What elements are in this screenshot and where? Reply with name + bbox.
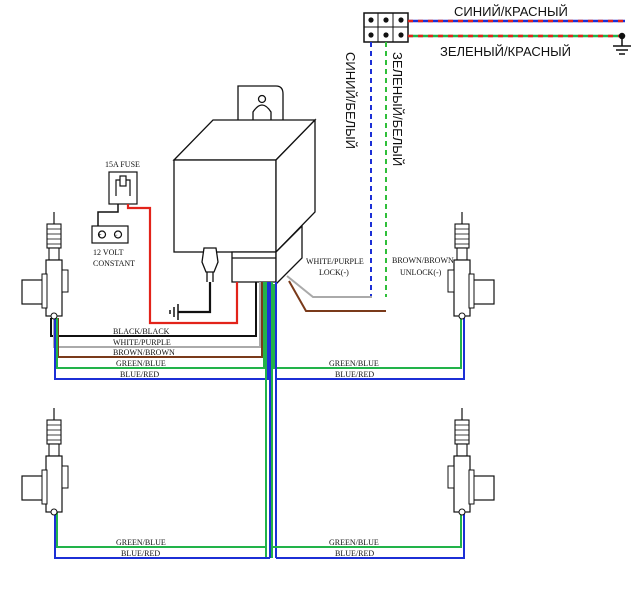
constant-12v-red-wire	[126, 204, 239, 325]
harness-left-label-4: GREEN/BLUE	[116, 359, 166, 368]
vertical-label-blue-white: СИНИЙ/БЕЛЫЙ	[343, 52, 358, 149]
harness-right-label-2: BLUE/RED	[335, 370, 374, 379]
actuator-top-left	[21, 211, 69, 320]
actuator-bottom-left	[21, 407, 69, 516]
harness-right-label-1: GREEN/BLUE	[329, 359, 379, 368]
unlock-label-1: BROWN/BROWN	[392, 256, 454, 265]
actuator-top-right	[447, 211, 495, 320]
harness-bottom-right-label-2: BLUE/RED	[335, 549, 374, 558]
chassis-ground-icon	[169, 304, 179, 320]
unlock-label-2: UNLOCK(-)	[400, 268, 442, 277]
terminal-label-1: 12 VOLT	[93, 248, 124, 257]
fuse-icon	[108, 171, 138, 205]
lock-label-1: WHITE/PURPLE	[306, 257, 364, 266]
harness-left-label-3: BROWN/BROWN	[113, 348, 175, 357]
fuse-feed-wire	[97, 204, 119, 226]
svg-text:−: −	[114, 233, 118, 239]
wire-label-blue-red: СИНИЙ/КРАСНЫЙ	[454, 4, 568, 19]
terminal-label-2: CONSTANT	[93, 259, 135, 268]
bottom-right-harness	[272, 512, 465, 559]
control-module	[172, 85, 317, 286]
wire-label-green-red: ЗЕЛЕНЫЙ/КРАСНЫЙ	[440, 44, 571, 59]
fuse-label: 15A FUSE	[105, 160, 140, 169]
harness-left-label-2: WHITE/PURPLE	[113, 338, 171, 347]
main-trunk	[265, 282, 277, 558]
six-pin-connector	[363, 12, 409, 43]
harness-left-label-1: BLACK/BLACK	[113, 327, 170, 336]
harness-bottom-left-label-1: GREEN/BLUE	[116, 538, 166, 547]
harness-left-label-5: BLUE/RED	[120, 370, 159, 379]
lock-output-wire	[286, 275, 372, 298]
ground-icon	[613, 32, 631, 55]
vertical-label-green-white: ЗЕЛЕНЫЙ/БЕЛЫЙ	[390, 52, 405, 166]
terminal-block: + −	[91, 225, 129, 244]
actuator-bottom-right	[447, 407, 495, 516]
left-harness	[50, 282, 269, 380]
unlock-output-wire	[288, 280, 386, 312]
bottom-left-harness	[54, 512, 270, 559]
module-ground-wire	[178, 282, 212, 314]
lock-label-2: LOCK(-)	[319, 268, 349, 277]
harness-bottom-right-label-1: GREEN/BLUE	[329, 538, 379, 547]
svg-text:+: +	[98, 233, 102, 239]
harness-bottom-left-label-2: BLUE/RED	[121, 549, 160, 558]
